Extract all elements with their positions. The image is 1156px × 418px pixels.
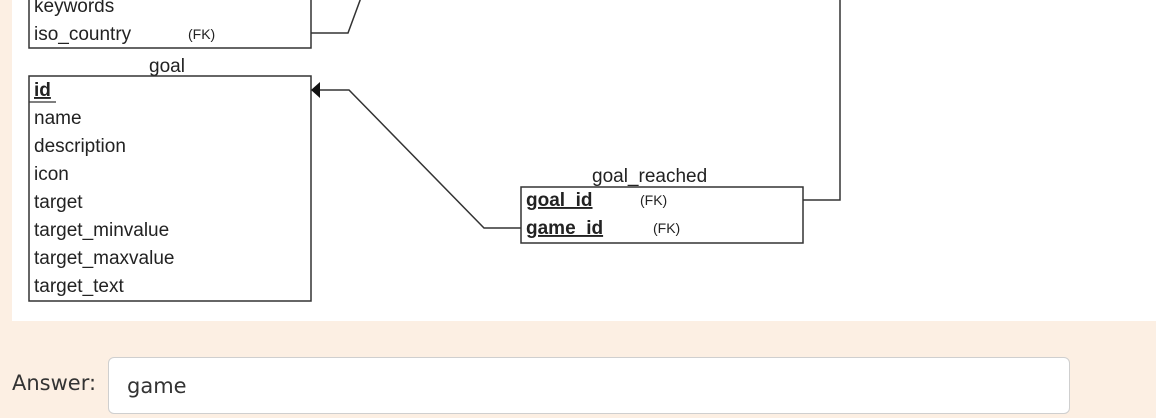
relation-line-game bbox=[803, 0, 841, 201]
goal-field-target-maxvalue: target_maxvalue bbox=[34, 248, 174, 269]
goal-reached-field-goal-id: goal_id bbox=[526, 190, 593, 211]
goal-field-target-minvalue: target_minvalue bbox=[34, 220, 169, 241]
relation-arrow-goal bbox=[311, 82, 320, 98]
answer-row: Answer: bbox=[12, 357, 1072, 414]
goal-table: goal id name description icon target tar… bbox=[28, 56, 312, 302]
goal-table-title: goal bbox=[149, 56, 185, 77]
goal-field-icon: icon bbox=[34, 164, 69, 185]
goal-field-id: id bbox=[34, 80, 51, 101]
goal-field-target: target bbox=[34, 192, 83, 213]
partial-field-keywords: keywords bbox=[34, 0, 114, 17]
goal-field-target-text: target_text bbox=[34, 276, 124, 297]
goal-reached-field-goal-id-fk: (FK) bbox=[640, 192, 667, 208]
goal-reached-field-game-id-fk: (FK) bbox=[653, 220, 680, 236]
er-diagram: keywords iso_country (FK) goal id name d… bbox=[28, 0, 841, 302]
answer-label: Answer: bbox=[12, 371, 97, 395]
goal-reached-table-title: goal_reached bbox=[592, 166, 707, 187]
diagram-panel: keywords iso_country (FK) goal id name d… bbox=[12, 0, 1156, 321]
goal-reached-field-game-id: game_id bbox=[526, 218, 603, 239]
answer-input[interactable] bbox=[108, 357, 1070, 414]
goal-field-name: name bbox=[34, 108, 82, 129]
relation-line-goal bbox=[314, 89, 521, 229]
partial-field-iso-country-fk: (FK) bbox=[188, 26, 215, 42]
goal-field-description: description bbox=[34, 136, 126, 157]
relation-line-partial bbox=[311, 0, 361, 34]
partial-field-iso-country: iso_country bbox=[34, 24, 132, 45]
partial-table: keywords iso_country (FK) bbox=[28, 0, 312, 49]
goal-reached-table: goal_reached goal_id (FK) game_id (FK) bbox=[520, 166, 804, 244]
